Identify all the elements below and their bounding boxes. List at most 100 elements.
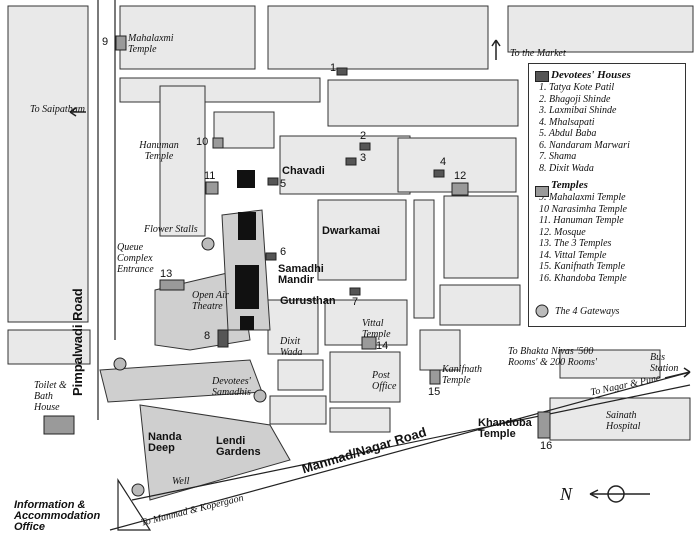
to-market-label: To the Market (510, 48, 566, 59)
sainath-hospital-label: Sainath Hospital (606, 410, 641, 432)
legend-item: 4. Mhalsapati (539, 116, 595, 128)
legend-item: 1. Tatya Kote Patil (539, 82, 615, 93)
block (119, 5, 256, 70)
bhakta-nivas-label: To Bhakta Nivas '500 Rooms' & 200 Rooms' (508, 346, 597, 368)
block (419, 329, 461, 371)
block (267, 5, 489, 70)
kanifnath-temple-label: Kanifnath Temple (442, 364, 483, 386)
manmad-road-edge (109, 371, 691, 531)
hanuman-label: Hanuman Temple (139, 140, 179, 162)
block (413, 199, 435, 319)
house-3 (345, 157, 357, 166)
number-label: 13 (160, 268, 173, 280)
info-office-label: Information & Accommodation Office (14, 499, 101, 533)
block (329, 351, 401, 403)
to-saipatbam-label: To Saipatbam (30, 104, 85, 115)
number-label: 8 (204, 330, 211, 342)
number-label: 15 (428, 386, 441, 398)
legend-item: 10 Narasimha Temple (539, 203, 627, 215)
legend-item: 13. The 3 Temples (539, 238, 612, 249)
number-label: 7 (352, 296, 359, 308)
block (507, 5, 694, 53)
chavadi-label: Chavadi (282, 165, 325, 177)
number-label: 1 (330, 62, 337, 74)
legend-item: 11. Hanuman Temple (539, 215, 624, 226)
number-label: 2 (360, 130, 367, 142)
mahalaxmi-label: Mahalaxmi Temple (128, 33, 174, 55)
temple-16 (537, 411, 551, 439)
arrow-to-nagar (664, 367, 691, 379)
devotees-samadhis-label: Devotees' Samadhis (212, 376, 251, 398)
dwarkamai-label: Dwarkamai (322, 225, 381, 237)
legend-item: 9. Mahalaxmi Temple (539, 192, 626, 203)
block (443, 195, 519, 279)
dwarkamai-building (238, 212, 256, 240)
gateway-legend-icon (535, 304, 549, 318)
toilet-label: Toilet & Bath House (34, 380, 67, 413)
vittal-temple-label: Vittal Temple (362, 318, 391, 340)
legend-temples-list: 9. Mahalaxmi Temple 10 Narasimha Temple … (529, 192, 685, 284)
arrow-to-saipatbam (69, 107, 86, 117)
samadhi-mandir-label: Samadhi Mandir (278, 263, 324, 286)
temple-12 (451, 182, 469, 196)
house-8 (217, 329, 229, 348)
block (317, 199, 407, 281)
arrow-to-market (491, 39, 501, 60)
chavadi-building (237, 170, 255, 188)
legend-devotees-list: 1. Tatya Kote Patil 2. Bhagoji Shinde 3.… (529, 82, 685, 174)
devotee-house-swatch (535, 71, 549, 82)
block (267, 299, 319, 355)
number-label: 16 (540, 440, 553, 452)
temple-10 (212, 137, 224, 149)
north-arrow (589, 489, 650, 499)
legend-temples-title: Temples (551, 179, 588, 191)
number-label: 14 (376, 340, 389, 352)
samadhi-mandir-building (235, 265, 259, 309)
number-label: 4 (440, 156, 447, 168)
gateway-icon (201, 237, 215, 251)
house-7 (349, 287, 361, 296)
lendi-gardens-label: Lendi Gardens (216, 435, 261, 458)
nanda-deep-label: Nanda Deep (148, 431, 182, 454)
legend-item: 16. Khandoba Temple (539, 272, 627, 284)
gurusthan-label: Gurusthan (280, 295, 336, 307)
legend-gateways: The 4 Gateways (555, 306, 620, 317)
legend-item: 7. Shama (539, 151, 577, 162)
temple-9 (115, 35, 127, 51)
gateway-icon (131, 483, 145, 497)
number-label: 10 (196, 136, 209, 148)
block (439, 284, 521, 326)
legend-devotees-title: Devotees' Houses (551, 69, 631, 81)
legend-item: 14. Vittal Temple (539, 249, 607, 261)
gurusthan-building (240, 316, 254, 330)
temple-swatch (535, 186, 549, 197)
block (277, 359, 324, 391)
north-compass-circle (607, 485, 625, 503)
temple-13 (159, 279, 185, 291)
temple-14 (361, 336, 377, 350)
block (7, 329, 91, 365)
block (213, 111, 275, 149)
toilet-building (43, 415, 75, 435)
north-label: N (560, 484, 573, 504)
number-label: 12 (454, 170, 467, 182)
legend-item: 3. Laxmibai Shinde (539, 105, 617, 116)
manmad-road-edge (131, 384, 691, 501)
road-fork (117, 477, 152, 531)
open-air-theatre-label: Open Air Theatre (192, 290, 229, 312)
block (119, 77, 321, 103)
gateway-icon (113, 357, 127, 371)
house-1 (336, 67, 348, 76)
map-legend: Devotees' Houses 1. Tatya Kote Patil 2. … (528, 63, 686, 327)
temple-15 (429, 369, 441, 385)
legend-item: 12. Mosque (539, 226, 586, 238)
house-2 (359, 142, 371, 151)
number-label: 6 (280, 246, 287, 258)
block (7, 5, 89, 323)
block (329, 407, 391, 433)
lendi-gardens-area (139, 404, 291, 501)
bus-station-label: Bus Station (650, 352, 679, 374)
number-label: 11 (204, 170, 216, 182)
